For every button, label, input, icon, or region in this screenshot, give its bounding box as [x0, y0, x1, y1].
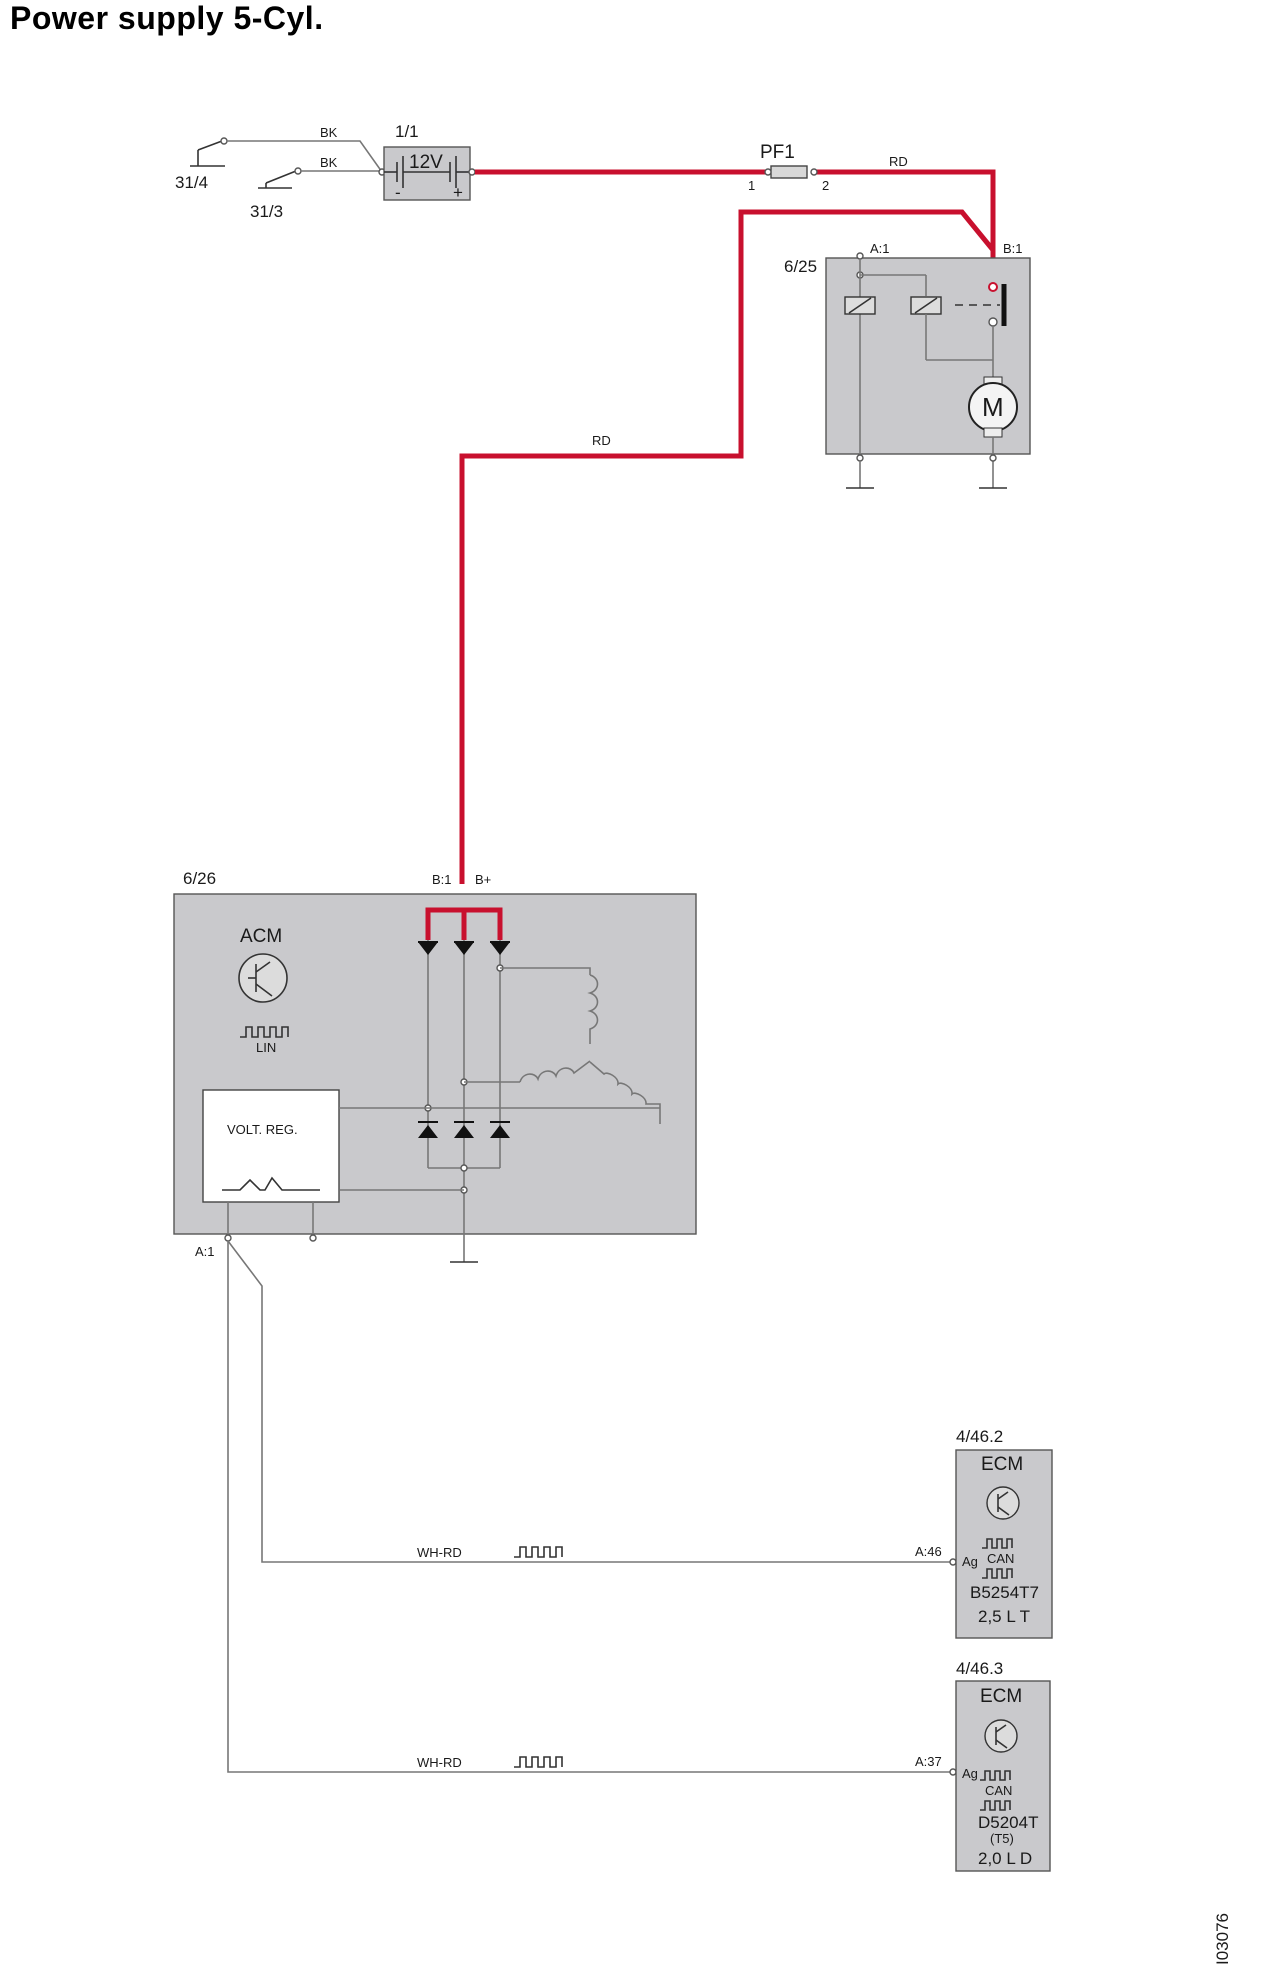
wire-label-bk-2: BK	[320, 155, 338, 170]
ecm2-ag: Ag	[962, 1766, 978, 1781]
wire-label-bk-1: BK	[320, 125, 338, 140]
signal-waveform-icon	[514, 1756, 563, 1768]
signal-waveform-icon	[982, 1568, 1013, 1579]
signal-waveform-icon	[514, 1546, 563, 1558]
ecm1-pin: A:46	[915, 1544, 942, 1559]
fuse-pf1: PF1 1 2	[748, 142, 829, 193]
battery-neg-label: -	[395, 183, 401, 202]
ground-31-4: 31/4	[175, 137, 228, 192]
battery-pos-label: +	[453, 183, 463, 202]
fuse-pin-1: 1	[748, 178, 755, 193]
wire-label-whrd-1: WH-RD	[417, 1545, 462, 1560]
voltage-regulator	[202, 1089, 340, 1203]
lin-label: LIN	[256, 1040, 276, 1055]
starter-pin-a1: A:1	[870, 241, 890, 256]
red-wire-fuse-starter	[812, 169, 996, 265]
ecm1-can: CAN	[987, 1551, 1014, 1566]
ecm1-variant: 2,5 L T	[978, 1607, 1030, 1626]
ecm2-name: ECM	[980, 1686, 1022, 1707]
ecm1-ag: Ag	[962, 1554, 978, 1569]
page-title: Power supply 5-Cyl.	[10, 0, 324, 36]
starter-6-25: 6/25 A:1 B:1 M	[784, 241, 1031, 489]
starter-pin-b1: B:1	[1003, 241, 1023, 256]
ecm-4-46-2: 4/46.2 A:46 ECM Ag CAN B5254T7 2,5 L T	[915, 1427, 1053, 1639]
battery-1-1: 1/1 12V - +	[383, 122, 476, 202]
ecm2-can: CAN	[985, 1783, 1012, 1798]
wire-label-whrd-2: WH-RD	[417, 1755, 462, 1770]
ecm-4-46-3: 4/46.3 A:37 ECM Ag CAN D5204T (T5) 2,0 L…	[915, 1659, 1051, 1872]
fuse-ref: PF1	[760, 142, 795, 163]
signal-waveform-icon	[240, 1026, 289, 1038]
starter-ref: 6/25	[784, 257, 817, 276]
transistor-icon	[238, 953, 288, 1003]
image-code: I03076	[1213, 1913, 1232, 1965]
transistor-icon	[986, 1486, 1020, 1520]
ecm2-engine-sub: (T5)	[990, 1831, 1014, 1846]
alternator-pin-bplus: B+	[475, 872, 491, 887]
red-wire-alternator-starter	[459, 209, 995, 884]
ecm1-engine: B5254T7	[970, 1583, 1039, 1602]
ecm2-ref: 4/46.3	[956, 1659, 1003, 1678]
ecm1-ref: 4/46.2	[956, 1427, 1003, 1446]
signal-waveform-icon	[982, 1538, 1013, 1549]
ground-label-31-3: 31/3	[250, 202, 283, 221]
ecm2-variant: 2,0 L D	[978, 1849, 1032, 1868]
battery-voltage: 12V	[409, 152, 443, 173]
alternator-ref: 6/26	[183, 869, 216, 888]
signal-waveform-icon	[980, 1770, 1011, 1781]
ecm1-name: ECM	[981, 1454, 1023, 1475]
wire-label-rd-mid: RD	[592, 433, 611, 448]
motor-label: M	[982, 392, 1004, 422]
wire-label-rd-top: RD	[889, 154, 908, 169]
battery-ref: 1/1	[395, 122, 419, 141]
ground-label-31-4: 31/4	[175, 173, 208, 192]
alternator-pin-a1: A:1	[195, 1244, 215, 1259]
voltage-regulator-label: VOLT. REG.	[227, 1122, 298, 1137]
acm-label: ACM	[240, 926, 282, 947]
transistor-icon	[984, 1719, 1018, 1753]
alternator-6-26: 6/26 B:1 B+ ACM LIN	[173, 869, 697, 1263]
ground-31-3: 31/3	[250, 167, 302, 221]
alternator-pin-b1: B:1	[432, 872, 452, 887]
diode-symbol	[418, 941, 510, 955]
diode-symbol	[418, 1121, 510, 1138]
signal-waveform-icon	[980, 1800, 1011, 1811]
fuse-pin-2: 2	[822, 178, 829, 193]
ecm2-engine: D5204T	[978, 1813, 1038, 1832]
ecm2-pin: A:37	[915, 1754, 942, 1769]
